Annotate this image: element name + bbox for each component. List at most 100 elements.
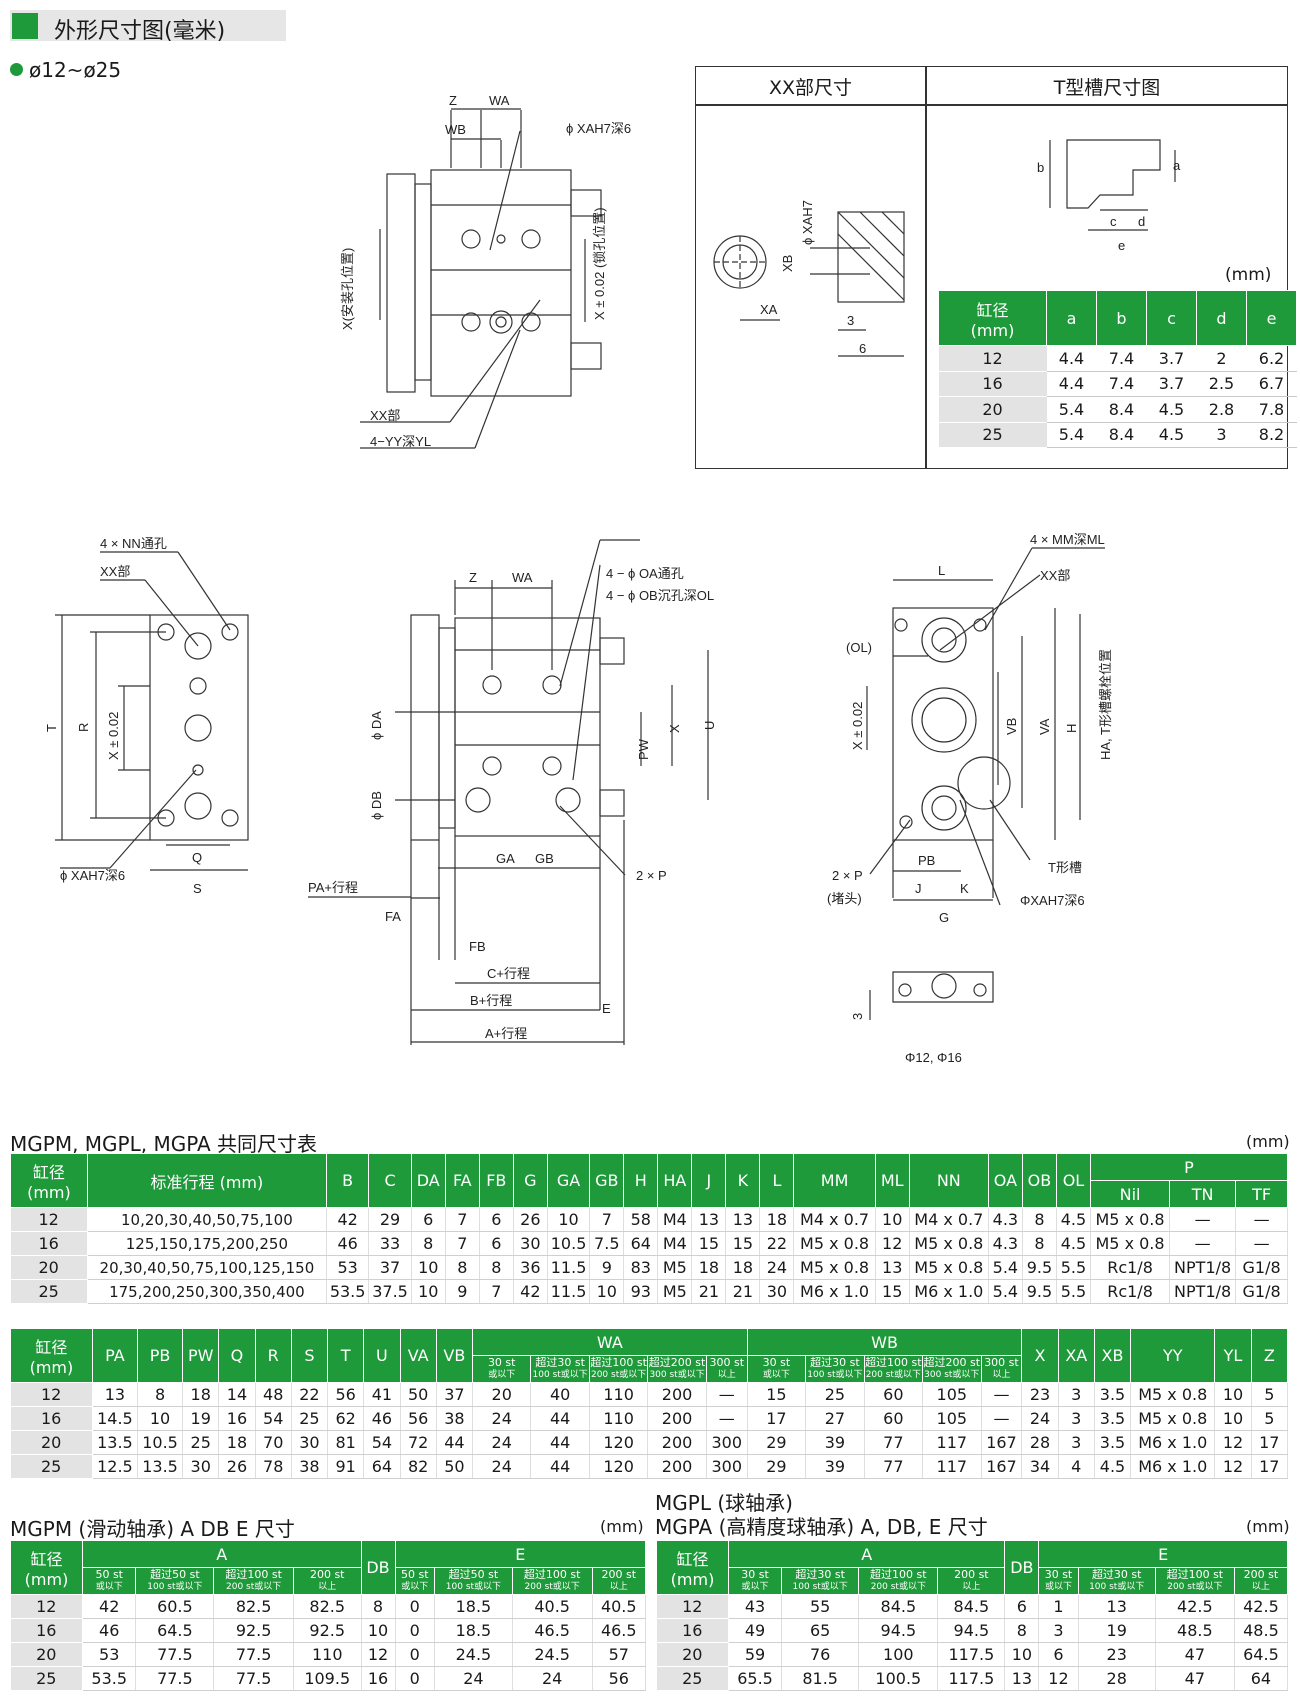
table-cell: 0 — [395, 1666, 435, 1691]
table-cell: 24.5 — [512, 1642, 593, 1667]
table-cell: 44 — [530, 1430, 590, 1455]
lbl-l-q: Q — [192, 850, 202, 865]
tslot-bore-header: 缸径(mm) — [938, 290, 1047, 346]
table-cell: 48.5 — [1234, 1618, 1289, 1643]
lbl-r-j: J — [915, 881, 922, 896]
table-cell: 0 — [395, 1618, 435, 1643]
table-cell: 167 — [981, 1454, 1023, 1479]
mgpl-table-title2: MGPA (高精度球轴承) A, DB, E 尺寸 — [655, 1515, 988, 1539]
table-cell: — — [1235, 1231, 1288, 1256]
bore-cell: 16 — [938, 371, 1047, 397]
common-col-header: L — [759, 1153, 795, 1208]
table-cell: 8 — [479, 1255, 514, 1280]
table-cell: 40.5 — [512, 1594, 593, 1619]
table-cell: 64.5 — [135, 1618, 215, 1643]
table-cell: 17 — [747, 1406, 807, 1431]
second-col-header: XB — [1093, 1328, 1132, 1383]
table-cell: 5 — [1251, 1382, 1289, 1407]
table-cell: 57 — [592, 1642, 646, 1667]
common-col-header: GA — [546, 1153, 591, 1208]
table-cell: 81 — [327, 1430, 365, 1455]
top-hole-1 — [461, 229, 481, 249]
table-cell: 65.5 — [728, 1666, 783, 1691]
tslot-title: T型槽尺寸图 — [1053, 77, 1161, 99]
table-cell: Rc1/8 — [1090, 1279, 1171, 1304]
table-cell: 33 — [368, 1231, 412, 1256]
table-cell: — — [981, 1406, 1023, 1431]
table-cell: 9.5 — [1022, 1255, 1057, 1280]
table-cell: 3.7 — [1146, 371, 1197, 397]
table-cell: 60 — [864, 1382, 924, 1407]
bore-cell: 20 — [10, 1642, 83, 1667]
table-cell: 40.5 — [592, 1594, 646, 1619]
table-cell: 100 — [858, 1642, 939, 1667]
table-cell: 25 — [182, 1430, 220, 1455]
second-col-header: U — [363, 1328, 401, 1383]
table-cell: 10 — [875, 1207, 910, 1232]
lbl-r-vb: VB — [1004, 718, 1019, 735]
common-col-header: GB — [589, 1153, 625, 1208]
second-col-header: XA — [1057, 1328, 1095, 1383]
table-cell: 12 — [1214, 1430, 1252, 1455]
table-cell: 20,30,40,50,75,100,125,150 — [87, 1255, 327, 1280]
mgpm-table-title: MGPM (滑动轴承) A DB E 尺寸 — [10, 1517, 295, 1541]
common-col-header: MM — [793, 1153, 876, 1208]
second-col-header: VA — [399, 1328, 437, 1383]
table-cell: 0 — [395, 1642, 435, 1667]
lbl-m-pw: PW — [636, 738, 651, 760]
lbl-l-x: X ± 0.02 — [106, 712, 121, 760]
table-cell: 11.5 — [547, 1279, 591, 1304]
table-cell: 3 — [1058, 1430, 1095, 1455]
mgpm_table-db-header: DB — [360, 1540, 396, 1595]
table-cell: 110 — [589, 1406, 649, 1431]
bullet-dot-icon — [10, 63, 23, 76]
lbl-r-ha: HA, T形槽螺栓位置 — [1098, 649, 1113, 760]
table-cell: 42 — [513, 1279, 548, 1304]
table-cell: M5 — [657, 1279, 693, 1304]
table-cell: 300 — [706, 1430, 748, 1455]
common-p-subheader: TN — [1169, 1180, 1237, 1208]
bore-cell: 12 — [656, 1594, 729, 1619]
table-cell: 44 — [436, 1430, 473, 1455]
table-cell: 34 — [1021, 1454, 1059, 1479]
tslot-col-header: b — [1096, 290, 1147, 346]
common-col-header: J — [691, 1153, 727, 1208]
common-col-header: FB — [478, 1153, 514, 1208]
common-col-header: OA — [987, 1153, 1023, 1208]
table-cell: 18 — [691, 1255, 727, 1280]
table-cell: 19 — [182, 1406, 220, 1431]
table-cell: 8 — [1022, 1207, 1057, 1232]
table-cell: Rc1/8 — [1090, 1255, 1171, 1280]
table-cell: 6 — [1038, 1642, 1079, 1667]
table-cell: 39 — [805, 1430, 865, 1455]
lbl-xx-xa: XA — [760, 302, 778, 317]
table-cell: 82.5 — [293, 1594, 362, 1619]
table-cell: 8.4 — [1096, 396, 1147, 423]
table-cell: 30 — [182, 1454, 220, 1479]
table-cell: 12 — [875, 1231, 910, 1256]
lbl-top-xx: XX部 — [370, 408, 400, 423]
table-cell: 48 — [255, 1382, 292, 1407]
table-cell: 72 — [400, 1430, 437, 1455]
bore-cell: 25 — [656, 1666, 729, 1691]
table-cell: 20 — [472, 1382, 532, 1407]
table-cell: 77.5 — [135, 1642, 215, 1667]
table-cell: 8 — [411, 1231, 446, 1256]
lbl-ts-d: d — [1138, 214, 1145, 229]
table-cell: 4.5 — [1094, 1454, 1132, 1479]
table-cell: 94.5 — [937, 1618, 1006, 1643]
table-cell: 4.5 — [1146, 422, 1197, 448]
second-col-header: S — [290, 1328, 329, 1383]
table-cell: 84.5 — [858, 1594, 939, 1619]
table-cell: 4.3 — [988, 1207, 1023, 1232]
table-cell: 54 — [255, 1406, 292, 1431]
common-col-header: DA — [410, 1153, 446, 1208]
